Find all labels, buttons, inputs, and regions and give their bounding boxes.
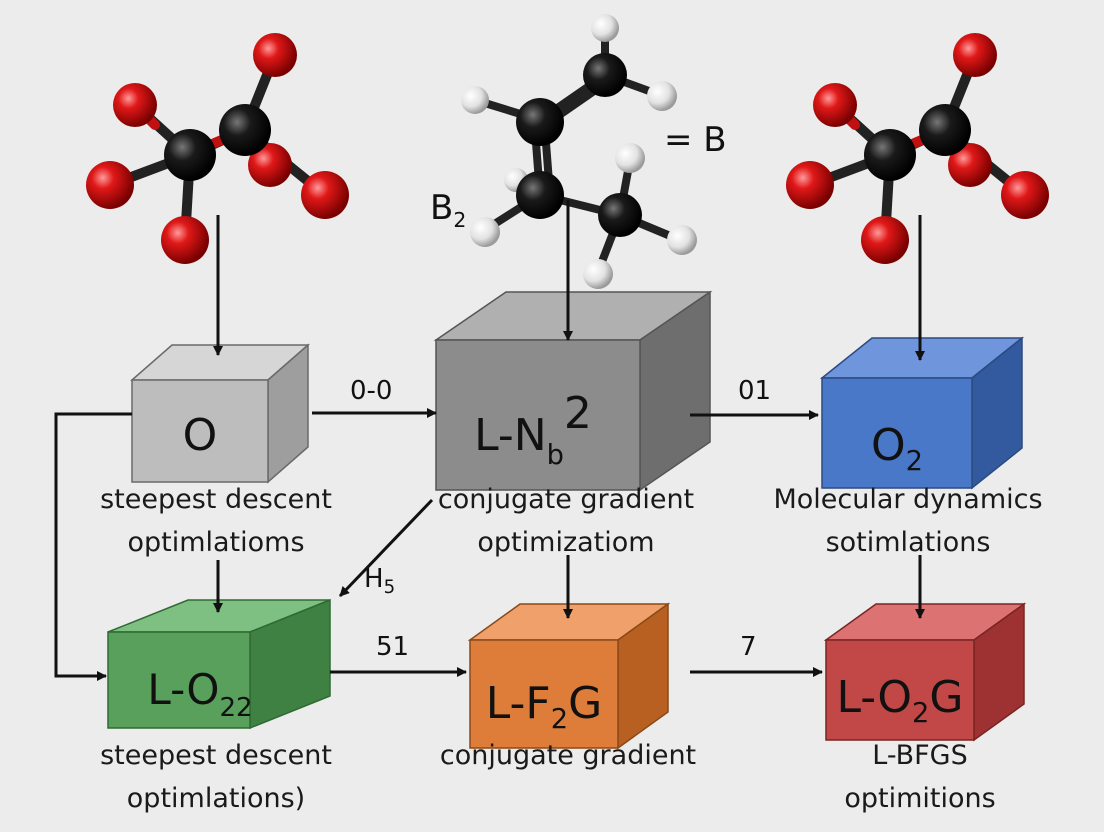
box-lnb2-label: L-Nb2	[474, 388, 592, 471]
edge-label-o-to-lnb2: 0-0	[350, 376, 393, 406]
box-o: O	[130, 343, 310, 484]
box-lf2g-label: L-F2G	[486, 678, 602, 735]
molecule-right	[786, 33, 1049, 264]
box-lf2g: L-F2G	[467, 602, 671, 750]
box-o-label: O	[183, 410, 218, 461]
edge-label-lnb2-to-o2: 01	[738, 376, 772, 406]
box-o2: O2	[819, 336, 1025, 490]
molecule-label-double-bond: = B	[664, 120, 727, 160]
caption-lf2g: conjugate gradient	[439, 740, 697, 771]
molecule-left	[86, 33, 349, 264]
box-lo22-label: L-O22	[147, 665, 252, 723]
molecule-center	[461, 14, 697, 289]
box-lo2g-label: L-O2G	[837, 672, 964, 729]
box-lnb2: L-Nb2	[433, 290, 713, 492]
edge-label-lnb2-to-lo22: H5	[364, 564, 396, 599]
box-lo22: L-O22	[107, 598, 331, 730]
box-lo2g: L-O2G	[823, 602, 1027, 742]
molecule-label-left: B2	[430, 188, 467, 232]
edge-label-lf2g-to-lo2g: 7	[740, 632, 757, 662]
arrow-lnb2-to-lo22	[338, 498, 434, 598]
arrow-o-to-lo22-bypass	[54, 412, 132, 681]
edge-label-lo22-to-lf2g: 51	[376, 632, 410, 662]
box-o2-label: O2	[871, 420, 923, 477]
